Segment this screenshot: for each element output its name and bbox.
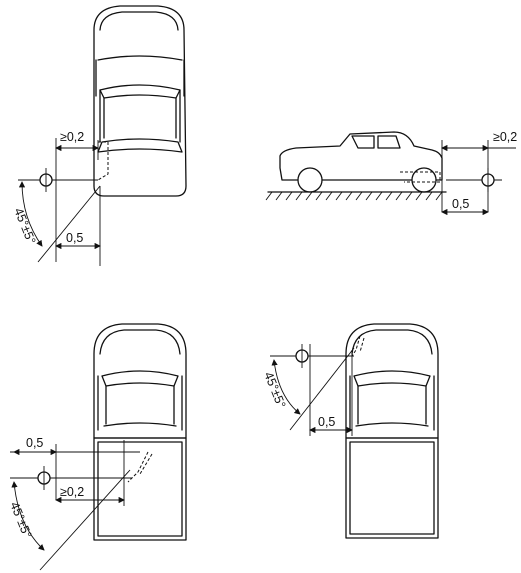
fig1-clearance-label: ≥0,2 (60, 130, 84, 144)
fig1-distance-label: 0,5 (66, 231, 83, 245)
figure-4-dimensions: 45°±5° 0,5 (261, 344, 355, 436)
figure-2-car-side-view (265, 131, 447, 201)
fig3-clearance-label: ≥0,2 (60, 485, 84, 499)
fig4-distance-label: 0,5 (318, 415, 335, 429)
figure-3-pickup-top-view (93, 323, 187, 541)
figure-1-dimensions: ≥0,2 45°±5° 0,5 (11, 130, 101, 266)
figure-3-dimensions: 0,5 ≥0,2 45°±5° (7, 436, 140, 571)
fig2-distance-label: 0,5 (452, 197, 469, 211)
figure-2-dimensions: ≥0,2 0,5 (441, 130, 517, 216)
fig4-angle-label: 45°±5° (261, 370, 288, 410)
fig1-angle-label: 45°±5° (11, 206, 38, 246)
fig2-clearance-label: ≥0,2 (493, 130, 517, 144)
fig3-distance-label: 0,5 (26, 436, 43, 450)
figure-1-car-top-view (93, 5, 187, 197)
figure-4-pickup-top-view (345, 323, 439, 539)
fig3-angle-label: 45°±5° (7, 500, 34, 540)
